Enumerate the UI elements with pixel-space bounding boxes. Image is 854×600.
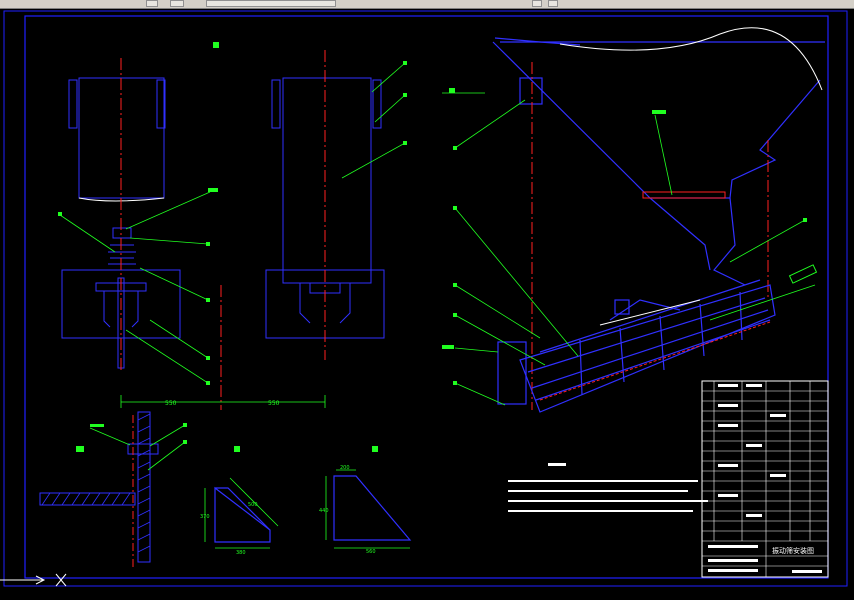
dim-right-span: 550 xyxy=(268,400,280,407)
toolbar-combo[interactable] xyxy=(206,0,336,7)
leader-lines-right xyxy=(442,92,816,406)
outer-frame xyxy=(3,10,848,587)
zoom-icon[interactable] xyxy=(532,0,542,7)
help-icon[interactable] xyxy=(548,0,558,7)
balloon-markers-left xyxy=(58,42,407,385)
cad-drawing[interactable]: 550 550 xyxy=(0,8,854,596)
dim-gusset-large-top: 200 xyxy=(340,465,350,471)
drive-motor xyxy=(788,264,818,284)
hopper-assembly xyxy=(492,37,825,286)
layers-icon[interactable] xyxy=(170,0,184,7)
cad-toolbar xyxy=(0,0,854,9)
dim-gusset-large-width: 560 xyxy=(366,549,376,555)
gusset-large xyxy=(325,446,412,549)
title-block xyxy=(701,380,829,578)
drawing-title: 振动筛安装图 xyxy=(772,546,814,555)
dim-gusset-small-height: 370 xyxy=(200,514,210,520)
gusset-small xyxy=(204,446,279,549)
inner-frame xyxy=(24,15,829,579)
ucs-icon xyxy=(0,573,67,587)
dim-gusset-large-height: 440 xyxy=(319,508,329,514)
leader-lines-left xyxy=(59,62,406,384)
grid-icon[interactable] xyxy=(146,0,158,7)
technical-notes xyxy=(508,463,708,512)
screen-material xyxy=(599,299,701,326)
wall-anchor-detail xyxy=(39,411,187,570)
rock-outline xyxy=(559,27,823,91)
dim-gusset-small-width: 380 xyxy=(236,550,246,556)
vibrating-screen xyxy=(497,279,776,413)
screen-deck xyxy=(539,321,771,401)
dim-left-span: 550 xyxy=(165,400,177,407)
balloon-markers-right xyxy=(442,88,807,385)
dim-gusset-small-slope: 500 xyxy=(248,502,258,508)
span-dimension xyxy=(120,395,326,408)
drawing-canvas[interactable]: 550 550 xyxy=(0,8,854,596)
